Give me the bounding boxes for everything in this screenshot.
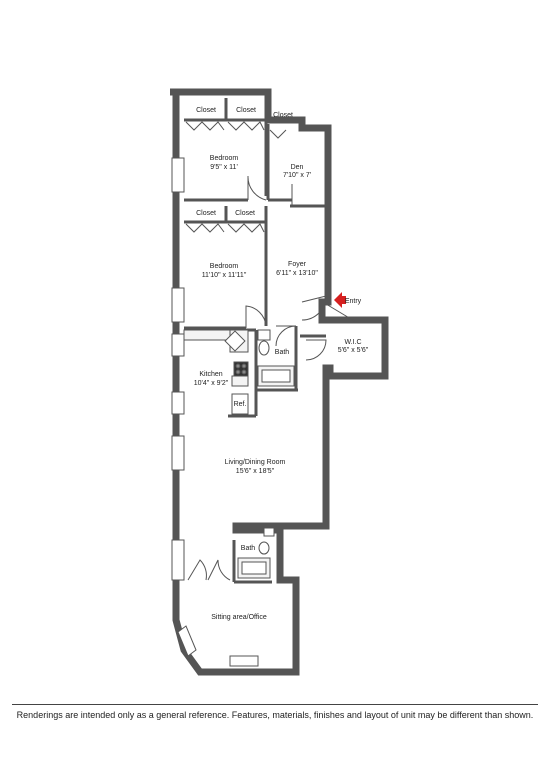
living-name: Living/Dining Room bbox=[225, 459, 286, 466]
bath-fixtures bbox=[237, 329, 295, 579]
foyer-name: Foyer bbox=[288, 261, 307, 268]
closet-label: Closet bbox=[196, 210, 216, 217]
kitchen-fixtures bbox=[183, 329, 249, 415]
bath-1-label: Bath bbox=[275, 349, 290, 356]
closet-label: Closet bbox=[235, 210, 255, 217]
kitchen-name: Kitchen bbox=[199, 371, 222, 378]
den-dims: 7'10" x 7' bbox=[283, 172, 311, 179]
foyer-dims: 6'11" x 13'10" bbox=[276, 270, 318, 277]
entry-label: Entry bbox=[345, 298, 362, 305]
kitchen-dims: 10'4" x 9'2" bbox=[194, 380, 229, 387]
den-name: Den bbox=[291, 164, 304, 171]
interior-walls bbox=[184, 98, 326, 584]
bedroom-2-name: Bedroom bbox=[210, 263, 239, 270]
wic-dims: 5'6" x 5'6" bbox=[338, 347, 369, 354]
bath-2-label: Bath bbox=[241, 545, 256, 552]
bedroom-1-name: Bedroom bbox=[210, 155, 239, 162]
living-dims: 15'6" x 18'5" bbox=[236, 468, 275, 475]
swing-doors bbox=[187, 175, 357, 581]
disclaimer-text: Renderings are intended only as a genera… bbox=[16, 710, 534, 720]
wic-name: W.I.C bbox=[344, 339, 361, 346]
bedroom-1-dims: 9'5" x 11' bbox=[210, 164, 238, 171]
footer-rule bbox=[12, 704, 538, 705]
windows bbox=[171, 157, 259, 667]
entry-arrow-icon bbox=[334, 292, 346, 308]
sitting-label: Sitting area/Office bbox=[211, 614, 267, 621]
ref-label: Ref. bbox=[234, 401, 247, 408]
bedroom-2-dims: 11'10" x 11'11" bbox=[202, 272, 247, 279]
floor-plan: Closet Closet Closet Closet Closet Bedro… bbox=[170, 88, 389, 676]
closet-label: Closet bbox=[273, 112, 293, 119]
closet-label: Closet bbox=[236, 107, 256, 114]
closet-doors bbox=[185, 121, 287, 233]
closet-label: Closet bbox=[196, 107, 216, 114]
exterior-wall bbox=[170, 88, 389, 676]
